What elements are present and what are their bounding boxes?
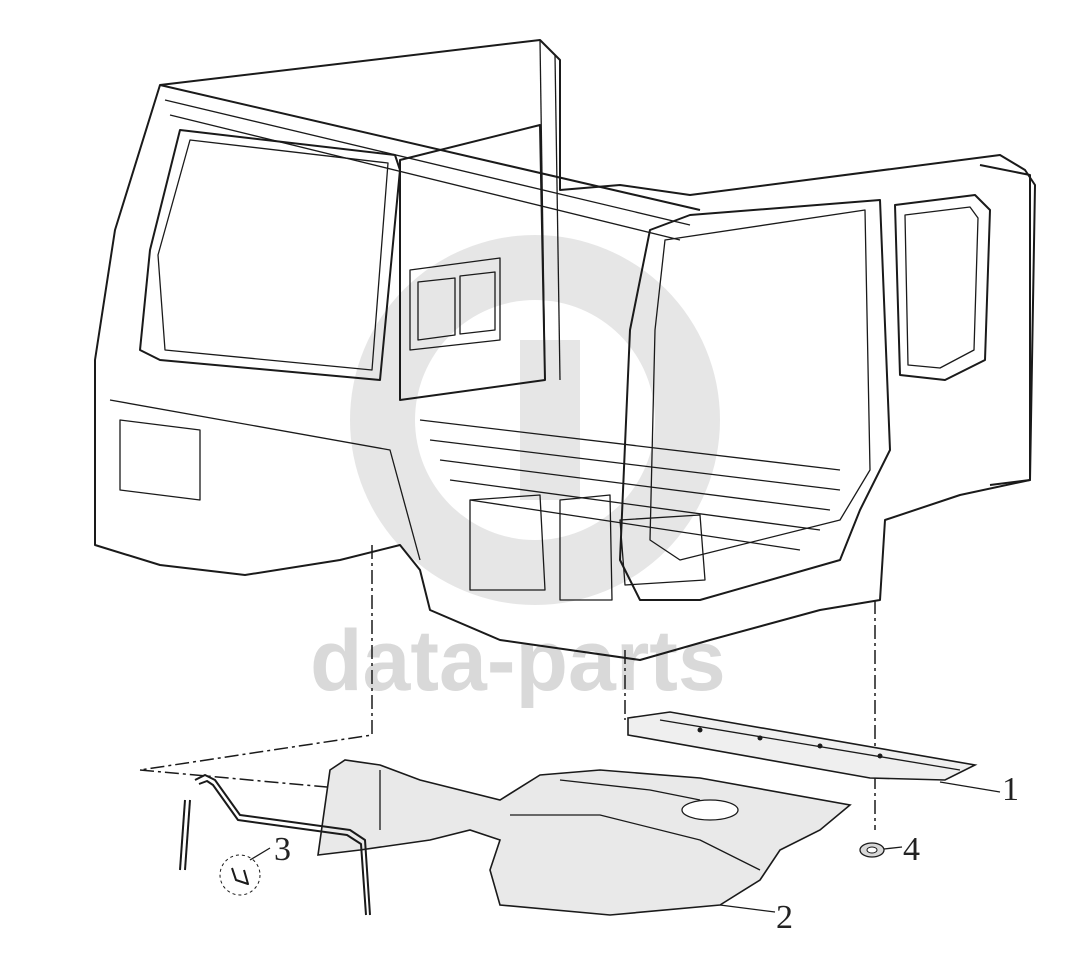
callout-1: 1 [1002,771,1019,808]
leader-line-3 [249,847,271,861]
part-3-seal-strip [179,774,371,916]
watermark-text: data-parts [310,613,726,709]
leader-line-2 [719,904,776,913]
callout-3: 3 [274,831,291,868]
part-2-floor-mat [317,759,852,916]
part-4-clip-fastener [859,842,885,858]
part-1-floor-plate [627,711,978,781]
leader-line-1 [939,781,1001,793]
callout-2: 2 [776,899,793,936]
callout-4: 4 [903,831,920,868]
leader-line-4 [883,846,903,850]
cab-body-frame [94,39,1036,661]
